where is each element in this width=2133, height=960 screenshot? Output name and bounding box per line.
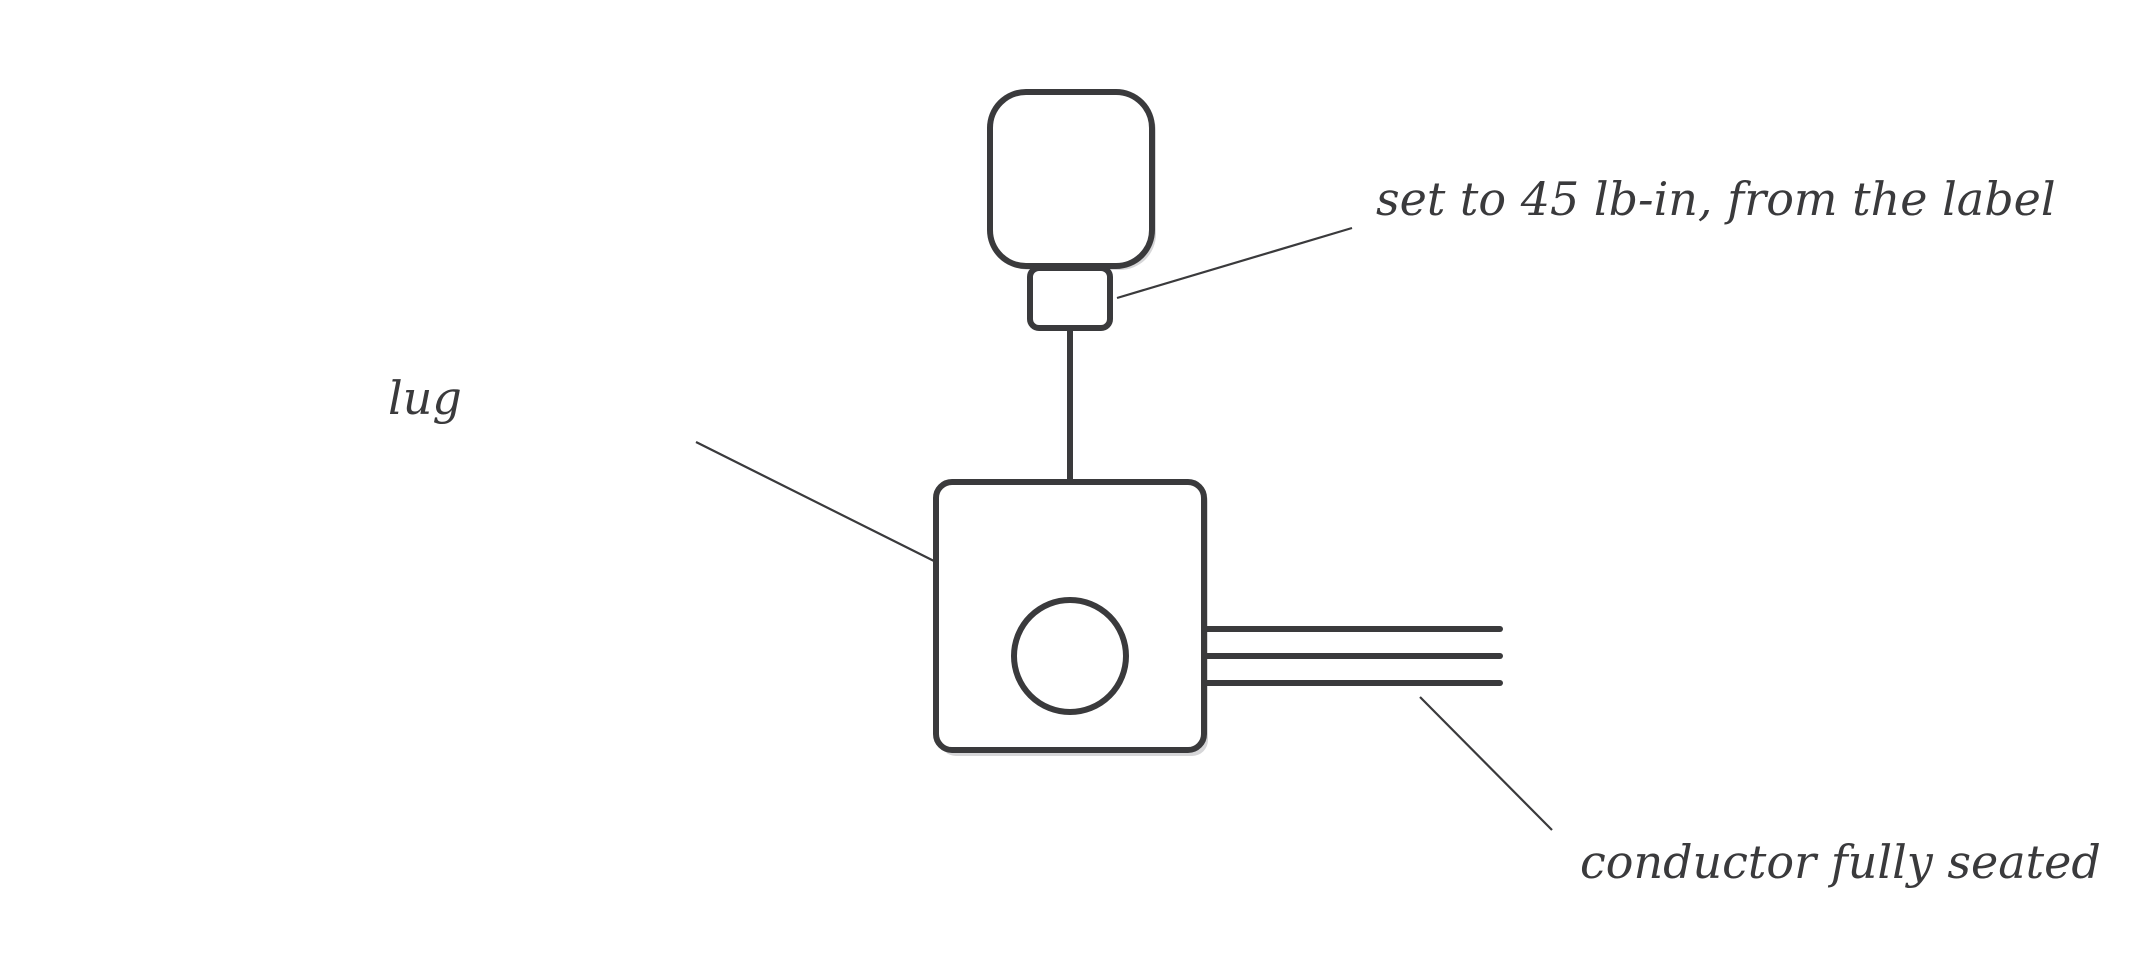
driver-bit [1027, 265, 1113, 331]
terminal-screw [1011, 597, 1129, 715]
conductor-strands [1203, 626, 1503, 686]
lug-label: lug [388, 371, 462, 425]
torque-note-label: set to 45 lb-in, from the label [1376, 172, 2056, 226]
conductor-label: conductor fully seated [1580, 835, 2101, 889]
lug-leader [695, 441, 937, 563]
conductor-leader [1419, 696, 1553, 831]
torque-note-leader [1116, 226, 1353, 300]
torque-driver-handle [987, 89, 1156, 270]
